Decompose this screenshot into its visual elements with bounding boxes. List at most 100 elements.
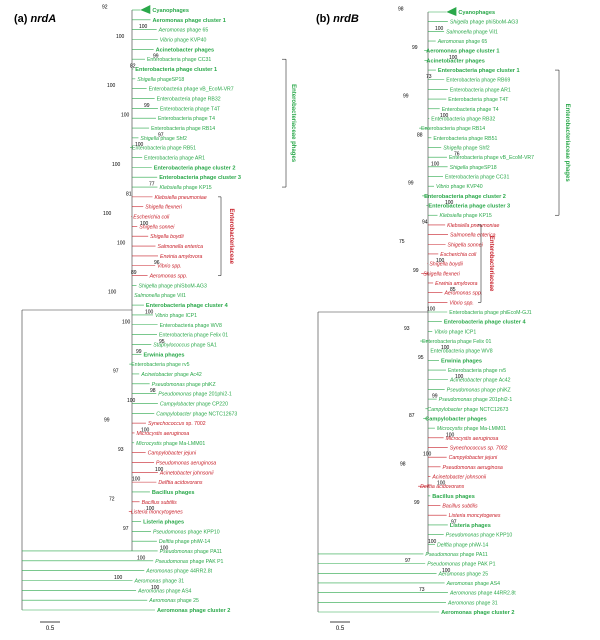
scale-label: 0.5 (46, 626, 55, 632)
leaf-label: Aeromonas spp. (443, 291, 482, 297)
bootstrap-value: 100 (437, 481, 446, 487)
leaf-label: Enterobacteria phage CC31 (445, 175, 509, 181)
bootstrap-value: 98 (398, 7, 404, 13)
leaf-label: Enterobacteria phage cluster 1 (438, 68, 520, 74)
leaf-label: Pseudomonas phage PA11 (425, 552, 488, 558)
leaf-label: Cyanophages (152, 8, 189, 14)
leaf-label: Aeromonas phage 44RR2.8t (449, 591, 516, 597)
bootstrap-value: 95 (159, 339, 165, 345)
bootstrap-value: 100 (122, 319, 131, 325)
leaf-label: Pseudomonas phage KPP10 (153, 529, 220, 535)
leaf-label: Enterobacteria phage RB14 (151, 126, 215, 132)
leaf-label: Bacillus subtilis (142, 500, 178, 506)
leaf-label: Enterobacteria phage cluster 4 (146, 303, 229, 309)
panel-a-label: (a) nrdA (14, 13, 56, 25)
bootstrap-value: 98 (400, 461, 406, 467)
leaf-label: Enterobacteria phage cluster 2 (154, 165, 236, 171)
leaf-label: Shigella phage Shf2 (140, 136, 187, 142)
leaf-label: Aeromonas phage 31 (447, 600, 498, 606)
bootstrap-value: 100 (137, 555, 146, 561)
leaf-label: Listeria moncytogenes (131, 510, 183, 516)
bootstrap-value: 100 (103, 211, 112, 217)
leaf-label: Pseudomonas aeruginosa (443, 465, 503, 471)
bootstrap-value: 96 (154, 260, 160, 266)
leaf-label: Pseudomonas phage KPP10 (446, 533, 513, 539)
bootstrap-value: 100 (121, 113, 130, 119)
leaf-label: Pseudomonas phage 201phi2-1 (158, 392, 232, 398)
bootstrap-value: 73 (426, 74, 432, 80)
leaf-label: Shigella flexneri (423, 271, 460, 277)
leaf-label: Escherichia coli (133, 215, 170, 221)
bootstrap-value: 99 (153, 54, 159, 60)
bootstrap-value: 93 (404, 326, 410, 332)
bootstrap-value: 99 (412, 45, 418, 51)
leaf-label: Shigella flexneri (145, 205, 182, 211)
leaf-label: Microcystis phage Ma-LMM01 (136, 441, 205, 447)
leaf-label: Listeria moncytogenes (449, 513, 501, 519)
scale-label: 0.5 (336, 626, 345, 632)
bootstrap-value: 100 (431, 161, 440, 167)
group-label-enterobacteriaceae: Enterobacteriaceae (228, 209, 234, 265)
leaf-label: Synechococcus sp. 7002 (450, 445, 508, 451)
bootstrap-value: 99 (414, 500, 420, 506)
leaf-label: Microcystis aeruginosa (137, 431, 190, 437)
leaf-label: Enterobacteria phage cluster 3 (159, 175, 241, 181)
bootstrap-value: 100 (435, 26, 444, 32)
leaf-label: Shigella boydii (150, 234, 184, 240)
leaf-label: Aeromonas phage 25 (438, 571, 489, 577)
leaf-label: Microcystis phage Ma-LMM01 (437, 426, 506, 432)
bootstrap-value: 88 (417, 132, 423, 138)
leaf-label: Enterobacteria phage AR1 (450, 87, 511, 93)
leaf-label: Acinetobacter phage Ac42 (449, 378, 511, 384)
leaf-label: Erwinia phages (143, 352, 184, 358)
bootstrap-value: 97 (451, 519, 457, 525)
leaf-label: Enterobacteria phage RB14 (421, 126, 485, 132)
bootstrap-value: 100 (160, 545, 169, 551)
leaf-label: Shigella sonnei (448, 242, 484, 248)
leaf-label: Enterobacteria phage Felix 01 (159, 333, 228, 339)
group-label-enterobacteriaceae: Enterobacteriaceae (488, 236, 494, 292)
leaf-label: Pseudomonas phage phiKZ (152, 382, 216, 388)
leaf-label: Pseudomonas phage PAK P1 (155, 559, 223, 565)
leaf-label: Pseudomonas phage PA11 (160, 549, 223, 555)
bootstrap-value: 100 (107, 83, 116, 89)
bootstrap-value: 100 (151, 585, 160, 591)
leaf-label: Shigella phage Shf2 (443, 145, 490, 151)
bootstrap-value: 100 (446, 432, 455, 438)
bootstrap-value: 99 (104, 418, 110, 424)
collapsed-clade (446, 7, 457, 16)
leaf-label: Acinetobacter phages (156, 47, 214, 53)
bootstrap-value: 76 (454, 152, 460, 158)
leaf-label: Klebsiella phage KP15 (439, 213, 491, 219)
bootstrap-value: 75 (399, 239, 405, 245)
leaf-label: Shigella phage phiSboM-AG3 (450, 20, 518, 26)
bootstrap-value: 100 (139, 24, 148, 30)
leaf-label: Enterobacteria phage cluster 3 (428, 204, 510, 210)
leaf-label: Shigella boydii (429, 262, 463, 268)
leaf-label: Enterobacteria phage cluster 1 (135, 67, 217, 73)
leaf-label: Enterobacteria phage CC31 (147, 57, 211, 63)
bootstrap-value: 97 (123, 526, 129, 532)
leaf-label: Enterobacteria phage RB32 (157, 97, 221, 103)
leaf-label: Shigella sonnei (139, 224, 175, 230)
bootstrap-value: 99 (403, 94, 409, 100)
leaf-label: Vibrio spp. (157, 264, 181, 270)
bootstrap-value: 81 (126, 191, 132, 197)
bootstrap-value: 87 (409, 413, 415, 419)
phage-group-bracket (555, 69, 560, 216)
bootstrap-value: 77 (149, 182, 155, 188)
bootstrap-value: 100 (441, 345, 450, 351)
leaf-label: Pseudomonas aeruginosa (156, 460, 216, 466)
leaf-label: Campylobacter jejuni (449, 455, 498, 461)
leaf-label: Salmonella enterica (450, 233, 496, 239)
leaf-label: Aeromonas phage cluster 2 (441, 610, 514, 616)
bootstrap-value: 97 (113, 368, 119, 374)
bootstrap-value: 100 (127, 398, 136, 404)
leaf-label: Klebsiella phage KP15 (159, 185, 211, 191)
group-label-phages: Enterobacteriaceae phages (564, 104, 570, 183)
leaf-label: Enterobacteria phage WV8 (160, 323, 222, 329)
leaf-label: Campylobacter phage NCTC12673 (427, 407, 508, 413)
